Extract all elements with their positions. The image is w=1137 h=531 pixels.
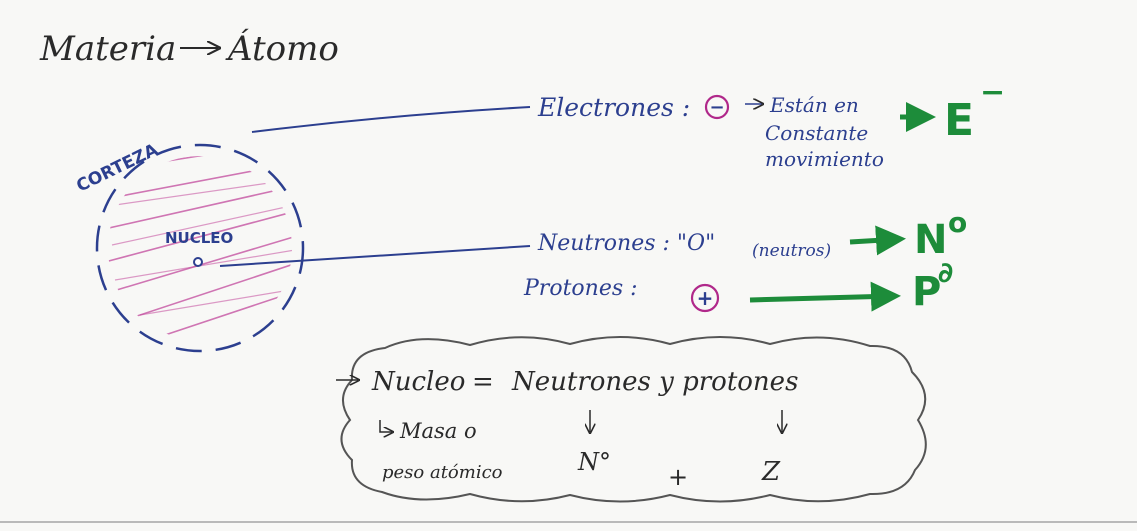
title-materia: Materia bbox=[39, 29, 176, 69]
cloud-neutrones-protones: Neutrones y protones bbox=[511, 367, 798, 397]
electrons-group: Electrones : − Están en Constante movimi… bbox=[537, 75, 1005, 171]
neutrons-connector bbox=[219, 245, 531, 267]
cloud-box: Nucleo = Neutrones y protones Masa o pes… bbox=[336, 336, 927, 503]
electrons-note-2: Constante bbox=[765, 121, 868, 145]
cloud-term-n: N° bbox=[577, 448, 611, 476]
cloud-term-z: Z bbox=[761, 457, 781, 487]
protons-label: Protones : bbox=[523, 276, 638, 301]
cloud-masa: Masa o bbox=[399, 419, 477, 443]
crust-label: CORTEZA bbox=[73, 140, 162, 197]
proton-symbol-sup: ∂ bbox=[938, 256, 953, 289]
neutrons-note: (neutros) bbox=[752, 241, 831, 261]
neutrons-arrow bbox=[849, 225, 906, 256]
neutrons-group: Neutrones : "O" (neutros) N o bbox=[537, 206, 967, 263]
protons-arrow bbox=[749, 281, 901, 312]
nucleus-label: NUCLEO bbox=[165, 229, 233, 247]
cloud-nucleo: Nucleo bbox=[371, 367, 465, 397]
cloud-peso-atomico: peso atómico bbox=[382, 462, 503, 483]
nucleus-dot bbox=[193, 257, 203, 267]
electron-charge-sign: − bbox=[709, 97, 724, 118]
proton-charge-sign: + bbox=[697, 286, 714, 310]
electron-symbol: E bbox=[944, 95, 974, 146]
cloud-masa-arrow bbox=[379, 420, 392, 432]
proton-charge-circle bbox=[690, 283, 720, 313]
electron-symbol-sup: − bbox=[980, 75, 1005, 110]
neutron-symbol: N bbox=[914, 217, 947, 263]
cloud-plus: + bbox=[668, 463, 688, 491]
atom: NUCLEO CORTEZA bbox=[73, 140, 305, 353]
neutron-symbol-sup: o bbox=[948, 206, 967, 239]
electrons-note-1: Están en bbox=[769, 93, 859, 117]
electrons-label: Electrones : bbox=[537, 93, 690, 122]
proton-symbol: P bbox=[912, 269, 941, 315]
protons-group: Protones : + P ∂ bbox=[523, 256, 953, 315]
nucleus-hatching bbox=[108, 156, 292, 340]
electrons-note-3: movimiento bbox=[765, 147, 884, 171]
title-atomo: Átomo bbox=[225, 28, 339, 69]
cloud-equals: = bbox=[472, 367, 494, 397]
crust-boundary bbox=[95, 143, 305, 353]
electrons-connector bbox=[251, 106, 531, 133]
electron-charge-circle bbox=[704, 94, 730, 120]
neutrons-label: Neutrones : "O" bbox=[537, 231, 715, 256]
